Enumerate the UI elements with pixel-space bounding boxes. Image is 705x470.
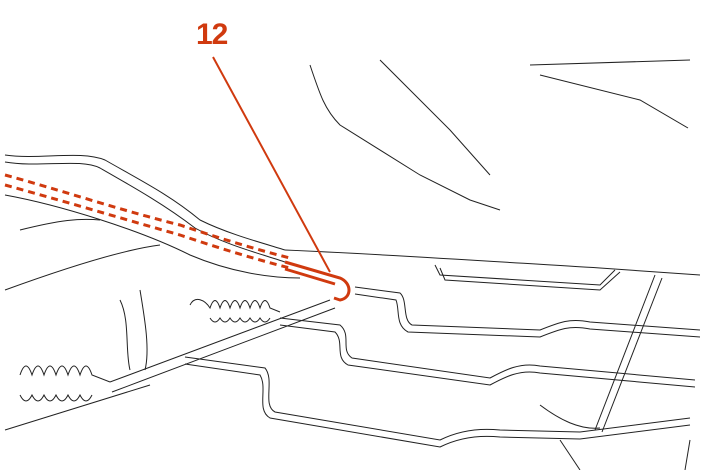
- leader-line: [212, 56, 331, 273]
- callout-label-12: 12: [196, 18, 228, 51]
- frame-rods: [184, 264, 701, 470]
- spring-upper: [189, 298, 281, 323]
- wire-route-dashed: [4, 173, 291, 270]
- spring-lower: [4, 289, 336, 431]
- cable-channel: [4, 154, 701, 291]
- background-body-lines: [309, 59, 691, 211]
- hooked-rod-part-12: [212, 56, 351, 302]
